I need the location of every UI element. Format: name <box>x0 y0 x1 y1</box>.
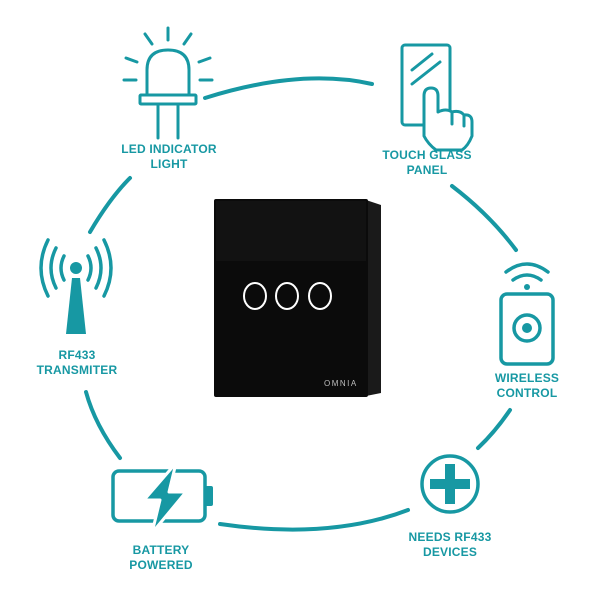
antenna-signal-icon <box>39 238 113 334</box>
wireless-remote-icon <box>499 262 555 366</box>
arc-touch-wireless <box>450 184 518 252</box>
touch-button-1 <box>243 282 267 310</box>
arc-wireless-rf433 <box>476 408 512 450</box>
plus-circle-icon <box>420 454 480 514</box>
touch-button-3 <box>308 282 332 310</box>
label-needs-rf433: NEEDS RF433 DEVICES <box>408 530 492 559</box>
connector-ring <box>84 76 518 532</box>
touch-buttons <box>243 282 332 310</box>
battery-bolt-icon <box>111 461 213 535</box>
touch-button-2 <box>275 282 299 310</box>
arc-led-touch <box>203 76 374 100</box>
arc-transmitter-led <box>88 176 132 234</box>
touch-glass-panel-icon <box>400 43 474 152</box>
smart-switch-device <box>214 199 381 397</box>
arc-rf433-battery <box>218 508 410 532</box>
device-glare <box>216 201 366 261</box>
device-face <box>214 199 368 397</box>
label-led-indicator: LED INDICATOR LIGHT <box>121 142 217 171</box>
label-battery-powered: BATTERY POWERED <box>129 543 193 572</box>
arc-battery-transmitter <box>84 390 122 460</box>
led-bulb-icon <box>122 26 214 140</box>
label-wireless-control: WIRELESS CONTROL <box>494 371 560 400</box>
device-side <box>366 200 381 396</box>
label-rf433-transmiter: RF433 TRANSMITER <box>36 348 118 377</box>
label-touch-glass: TOUCH GLASS PANEL <box>382 148 472 177</box>
device-brand-logo: OMNIA <box>324 379 358 388</box>
